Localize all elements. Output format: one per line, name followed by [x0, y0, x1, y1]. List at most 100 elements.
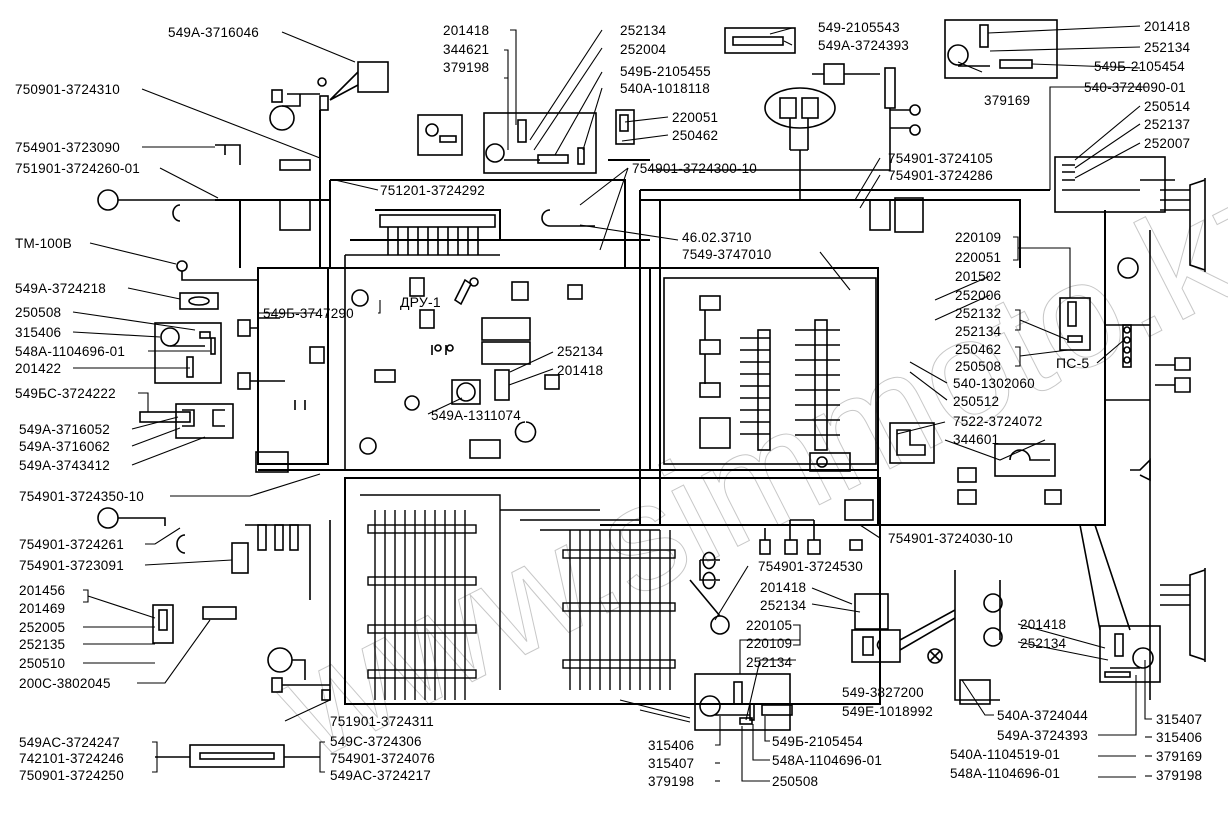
- part-label: 252134: [746, 655, 793, 670]
- part-label: 549Б-3747290: [263, 306, 354, 321]
- part-label: 252132: [955, 306, 1002, 321]
- part-label: 220051: [955, 250, 1002, 265]
- part-label: 252134: [557, 344, 604, 359]
- part-label: 252135: [19, 637, 66, 652]
- part-label: 250514: [1144, 99, 1191, 114]
- part-label: 201456: [19, 583, 66, 598]
- part-label: 754901-3724286: [888, 168, 993, 183]
- components-left: [139, 260, 325, 473]
- parts-box-top-centre: [417, 109, 635, 227]
- part-label: 220051: [672, 110, 719, 125]
- part-label: 751201-3724292: [380, 183, 485, 198]
- part-label: 548A-1104696-01: [772, 753, 883, 768]
- part-label: 549-2105543: [818, 20, 900, 35]
- part-label: 548A-1104696-01: [950, 766, 1061, 781]
- part-label: 7549-3747010: [682, 247, 772, 262]
- part-label: 540A-1104519-01: [950, 747, 1061, 762]
- part-label: 250508: [955, 359, 1002, 374]
- part-label: 201422: [15, 361, 62, 376]
- terminal-blocks-lower: [360, 494, 676, 700]
- part-label: 751901-3724311: [330, 714, 434, 729]
- part-label: 379198: [648, 774, 695, 789]
- part-label: 252134: [620, 23, 667, 38]
- part-label: 540-3724090-01: [1084, 80, 1186, 95]
- part-label: 549Б-2105454: [772, 734, 863, 749]
- part-label: 252137: [1144, 117, 1191, 132]
- part-label: 754901-3724530: [758, 559, 863, 574]
- part-label: 200C-3802045: [19, 676, 111, 691]
- components-top-right: [650, 19, 1166, 233]
- part-label: 252134: [760, 598, 807, 613]
- part-label: 549AC-3724217: [330, 768, 431, 783]
- lamps-top-left: [97, 61, 389, 231]
- right-side-components: [889, 178, 1206, 700]
- part-label: 252006: [955, 288, 1002, 303]
- part-label: 252004: [620, 42, 667, 57]
- part-label: 540A-1018118: [620, 81, 710, 96]
- part-label: 742101-3724246: [19, 751, 124, 766]
- part-label: 549Б-2105455: [620, 64, 711, 79]
- part-label: 220109: [746, 636, 793, 651]
- part-label: 754901-3724261: [19, 537, 124, 552]
- part-label: 549A-3716046: [168, 25, 259, 40]
- part-label: 754901-3723090: [15, 140, 120, 155]
- part-label: 754901-3724105: [888, 151, 993, 166]
- part-label: 201418: [443, 23, 490, 38]
- part-label: 250510: [19, 656, 66, 671]
- part-label: 250508: [15, 305, 62, 320]
- part-label: 201502: [955, 269, 1002, 284]
- part-label: 252134: [955, 324, 1002, 339]
- part-label: 250462: [672, 128, 719, 143]
- part-label: 549AC-3724247: [19, 735, 120, 750]
- part-label: 220105: [746, 618, 793, 633]
- part-label: 754901-3724300-10: [632, 161, 758, 176]
- part-label: 201469: [19, 601, 66, 616]
- components-bottom-left: [97, 507, 331, 768]
- part-label: 315407: [648, 756, 695, 771]
- part-label: 750901-3724250: [19, 768, 124, 783]
- part-label: 315407: [1156, 712, 1203, 727]
- part-label: 751901-3724260-01: [15, 161, 141, 176]
- part-label: 754901-3724350-10: [19, 489, 145, 504]
- part-label: 549БC-3724222: [15, 386, 116, 401]
- part-label: 549A-1311074: [431, 408, 521, 423]
- part-label: 315406: [1156, 730, 1203, 745]
- part-label: 46.02.3710: [682, 230, 752, 245]
- dru-components: [351, 277, 583, 459]
- part-label: 549C-3724306: [330, 734, 422, 749]
- part-label: 252007: [1144, 136, 1191, 151]
- part-label: 315406: [648, 738, 695, 753]
- connector-strip-top: [344, 214, 500, 470]
- part-label: 315406: [15, 325, 62, 340]
- part-label: 379169: [1156, 749, 1203, 764]
- part-label: 201418: [1144, 19, 1191, 34]
- part-label: 201418: [1020, 617, 1067, 632]
- part-label: 252134: [1144, 40, 1191, 55]
- part-label: 252005: [19, 620, 66, 635]
- ps-5-label: ПС-5: [1056, 355, 1090, 371]
- part-label: 201418: [557, 363, 604, 378]
- part-label: 548A-1104696-01: [15, 344, 126, 359]
- part-label: 754901-3724076: [330, 751, 435, 766]
- part-label: 549Б-2105454: [1094, 59, 1185, 74]
- part-label: 250512: [953, 394, 1000, 409]
- part-label: 549E-1018992: [842, 704, 933, 719]
- part-label: 549A-3724218: [15, 281, 106, 296]
- part-label: 250462: [955, 342, 1002, 357]
- relay-fuse-panel: [663, 277, 877, 472]
- part-label: 549A-3716062: [19, 439, 110, 454]
- part-label: 379198: [1156, 768, 1203, 783]
- part-label: 750901-3724310: [15, 82, 120, 97]
- part-label: 7522-3724072: [953, 414, 1043, 429]
- part-label: 549A-3716052: [19, 422, 110, 437]
- part-label: 549A-3724393: [997, 728, 1088, 743]
- main-harness-frame: [215, 110, 1106, 705]
- part-label: 220109: [955, 230, 1002, 245]
- part-label: 754901-3724030-10: [888, 531, 1014, 546]
- part-label: 344601: [953, 432, 1000, 447]
- leader-lines: [72, 25, 1152, 782]
- part-label: 379198: [443, 60, 490, 75]
- part-label: TM-100B: [15, 236, 72, 251]
- part-label: 201418: [760, 580, 807, 595]
